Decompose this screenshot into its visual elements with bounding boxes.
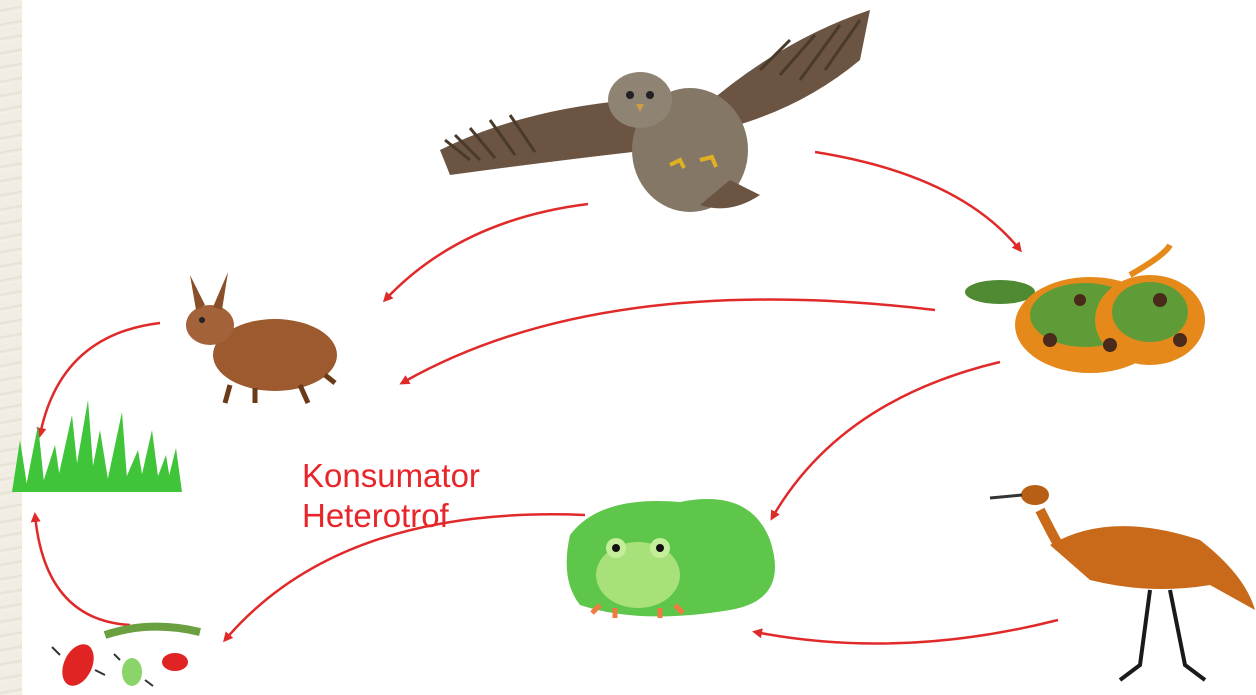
arrow-heron-to-frog	[752, 618, 1059, 645]
snake-icon	[965, 243, 1205, 373]
arrow-owl-to-snake	[814, 150, 1022, 253]
left-border-texture	[0, 0, 22, 695]
frog-icon	[566, 499, 775, 618]
arrow-snake-to-rabbit	[399, 298, 936, 385]
arrow-frog-to-insects	[223, 513, 586, 643]
arrow-snake-to-frog	[770, 360, 1001, 521]
owl-icon	[440, 10, 870, 212]
label-line-1: Konsumator	[302, 457, 480, 494]
heron-icon	[989, 485, 1255, 682]
arrow-insects-to-grass	[30, 512, 131, 627]
consumer-label: Konsumator Heterotrof	[302, 456, 480, 536]
label-line-2: Heterotrof	[302, 497, 449, 534]
arrow-rabbit-to-grass	[36, 321, 161, 438]
insects-icon	[51, 622, 201, 687]
rabbit-icon	[186, 272, 337, 405]
grass-icon	[12, 400, 182, 492]
arrow-owl-to-rabbit	[382, 202, 589, 303]
